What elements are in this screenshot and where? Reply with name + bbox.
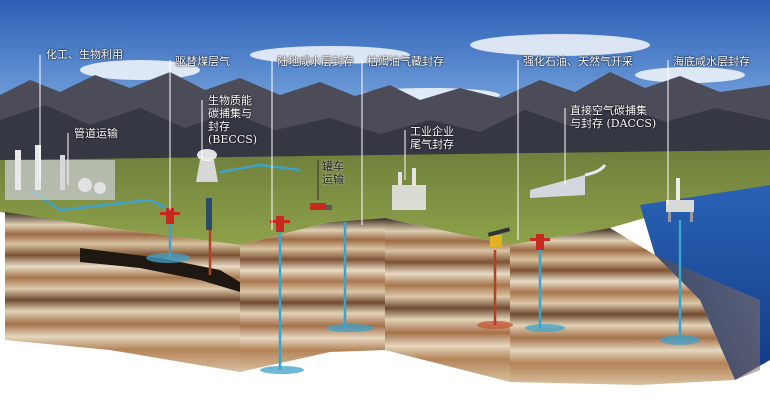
co2-pipelines (29, 163, 682, 370)
strata-far (510, 228, 735, 385)
label-pipeline-transport: 管道运输 (74, 127, 118, 140)
label-tanker-2: 运输 (322, 173, 344, 186)
label-chemical-bio-use: 化工、生物利用 (46, 48, 123, 61)
grassland (0, 150, 770, 245)
storage-reservoirs (146, 253, 700, 374)
label-beccs-4: (BECCS) (208, 133, 258, 146)
tanker-truck-icon (310, 203, 332, 210)
label-onshore-saline: 陆地咸水层封存 (277, 55, 354, 68)
label-daccs-1: 直接空气碳捕集 (570, 104, 647, 117)
coal-seam (80, 248, 240, 292)
offshore-platform-icon (666, 178, 694, 222)
label-tanker-1: 罐车 (322, 160, 344, 173)
label-daccs-2: 与封存 (DACCS) (570, 117, 657, 130)
label-ecbm: 驱替煤层气 (175, 55, 230, 68)
label-beccs-1: 生物质能 (208, 94, 252, 107)
label-offshore-saline: 海底咸水层封存 (673, 55, 750, 68)
strata-left (5, 212, 240, 372)
dac-unit-icon (530, 164, 607, 198)
power-plant-icon (196, 149, 218, 182)
seabed-side (655, 255, 760, 380)
label-industrial-2: 尾气封存 (410, 138, 454, 151)
label-industrial-1: 工业企业 (410, 125, 454, 138)
strata-right (385, 218, 510, 382)
industrial-plant-icon (392, 168, 426, 210)
leader-lines (39, 55, 669, 240)
label-beccs-3: 封存 (208, 120, 230, 133)
label-depleted-field: 枯竭油气藏封存 (367, 55, 444, 68)
label-eor-egr: 强化石油、天然气开采 (523, 55, 633, 68)
factory-icon (5, 145, 115, 200)
oil-pipelines (208, 230, 497, 325)
strata-mid (240, 218, 385, 372)
pump-jack-icon (206, 198, 511, 247)
drill-rig-icon (160, 208, 550, 250)
label-beccs-2: 碳捕集与 (208, 107, 252, 120)
